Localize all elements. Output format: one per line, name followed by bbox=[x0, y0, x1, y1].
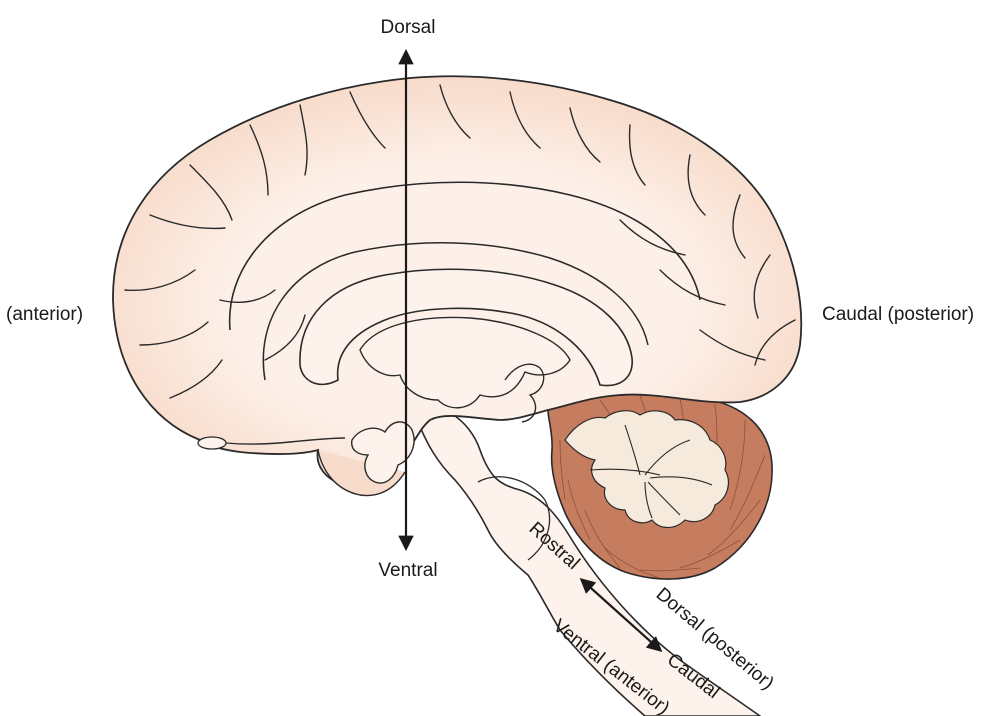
cerebrum bbox=[112, 75, 803, 497]
orientation-arrows bbox=[398, 48, 663, 653]
label-ventral: Ventral bbox=[378, 560, 437, 581]
arbor-vitae bbox=[564, 410, 729, 529]
brainstem-outline bbox=[410, 403, 762, 716]
brainstem bbox=[410, 403, 762, 716]
label-dorsal: Dorsal bbox=[381, 17, 436, 38]
temporal-lobe bbox=[317, 449, 406, 497]
cingulate-sulcus bbox=[228, 181, 701, 331]
olfactory-bulb bbox=[197, 436, 227, 450]
cerebellum bbox=[547, 393, 773, 580]
pineal-fold bbox=[504, 363, 545, 423]
cortical-sulci bbox=[124, 84, 796, 399]
pons-bulge bbox=[477, 476, 551, 561]
label-caudal-posterior: Caudal (posterior) bbox=[822, 304, 974, 325]
callosal-sulcus bbox=[262, 242, 649, 381]
rostral-caudal-arrow bbox=[579, 577, 663, 653]
label-anterior: (anterior) bbox=[6, 304, 83, 325]
arbor-branches bbox=[589, 424, 713, 519]
